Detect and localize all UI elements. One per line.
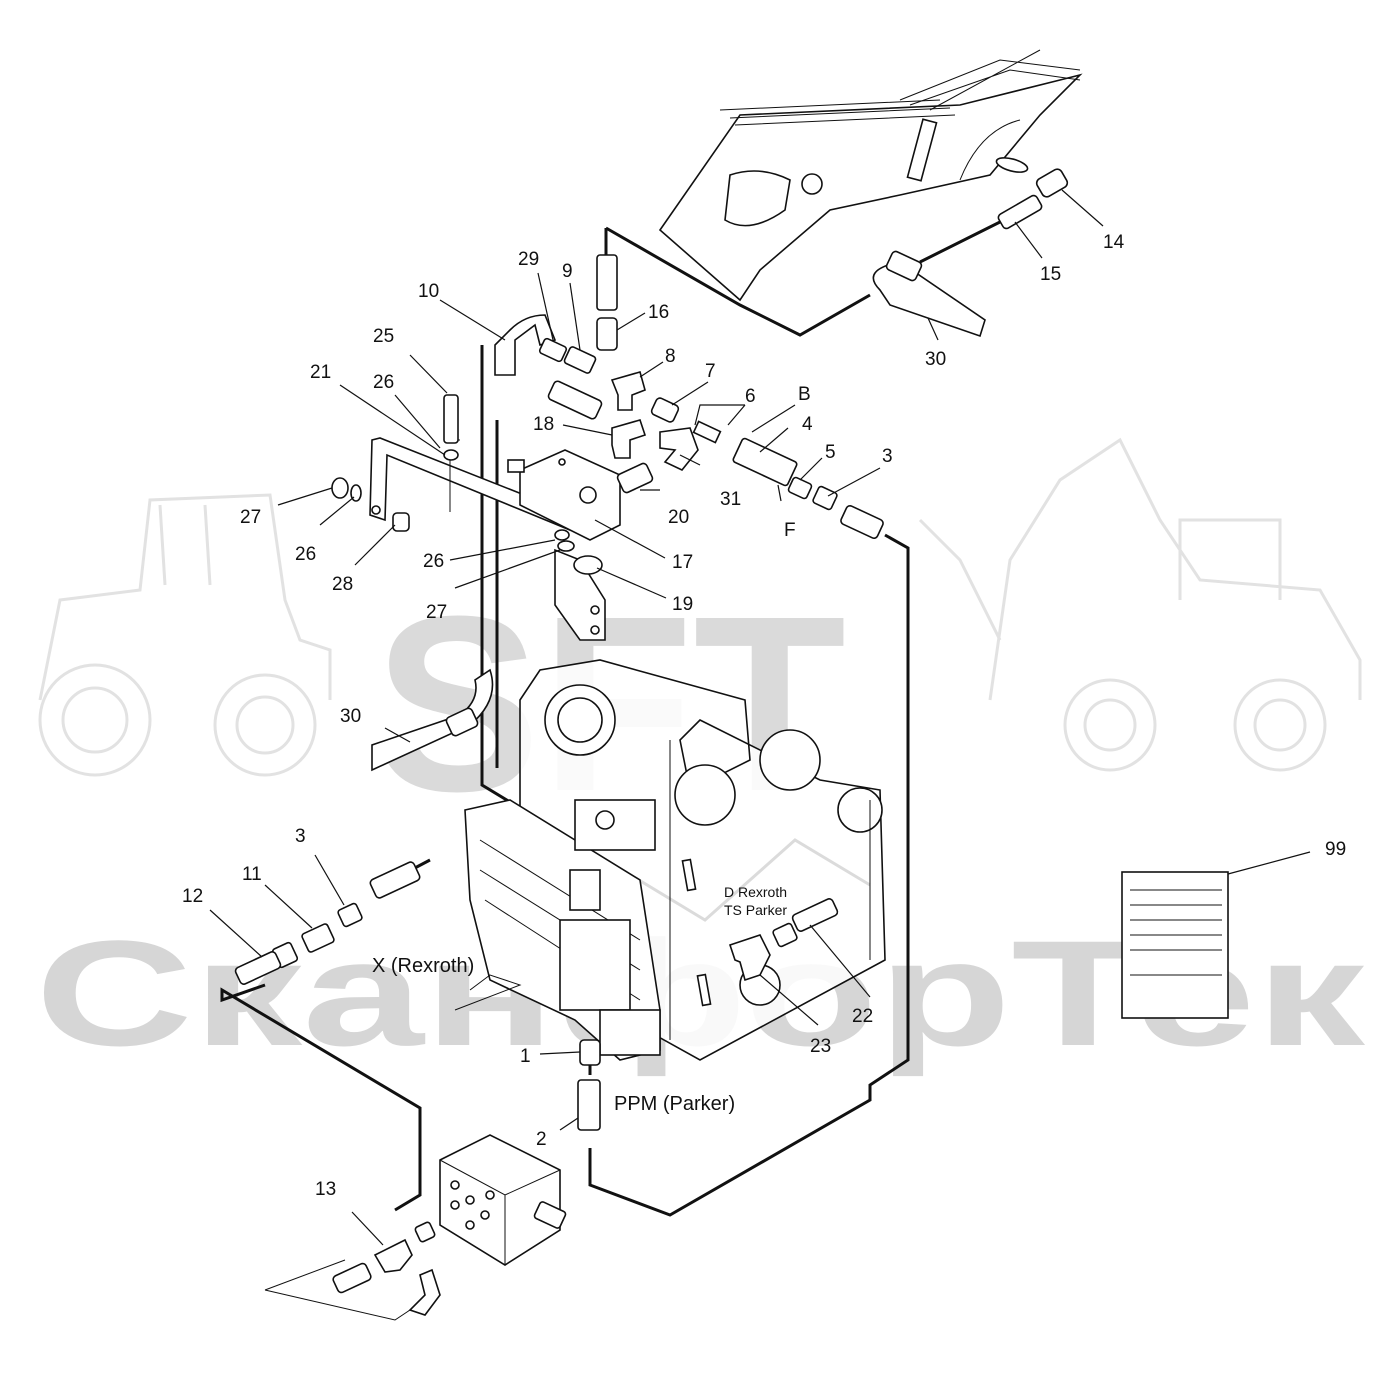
callout-30-top: 30 (925, 349, 946, 370)
note-x-rexroth: X (Rexroth) (372, 955, 474, 977)
callout-3-upper: 3 (882, 446, 893, 467)
callout-19: 19 (672, 594, 693, 615)
watermark-tractor-icon (38, 493, 332, 777)
note-d-rexroth: D Rexroth (724, 884, 787, 900)
document-icon (1121, 871, 1229, 1019)
callout-11: 11 (242, 864, 262, 885)
callout-13: 13 (315, 1179, 336, 1200)
callout-9: 9 (562, 261, 573, 282)
callout-f-note: F (784, 520, 796, 541)
callout-17: 17 (672, 552, 693, 573)
watermark-excavator-icon (918, 437, 1362, 772)
callout-31: 31 (720, 489, 741, 510)
callout-20: 20 (668, 507, 689, 528)
callout-12: 12 (182, 886, 203, 907)
variant-notes: X (Rexroth) PPM (Parker) D Rexroth TS Pa… (372, 884, 787, 1115)
callout-29: 29 (518, 249, 539, 270)
callout-b-note: B (798, 384, 811, 405)
callout-10: 10 (418, 281, 439, 302)
callout-2: 2 (536, 1129, 547, 1150)
callout-15: 15 (1040, 264, 1061, 285)
callout-21: 21 (310, 362, 331, 383)
callout-6: 6 (745, 386, 756, 407)
note-ppm-parker: PPM (Parker) (614, 1093, 735, 1115)
fittings (234, 168, 1069, 1316)
callout-7: 7 (705, 361, 716, 382)
callout-23: 23 (810, 1036, 831, 1057)
callout-26-lower: 26 (423, 551, 444, 572)
callout-27-left: 27 (240, 507, 261, 528)
callout-14: 14 (1103, 232, 1125, 253)
callout-5: 5 (825, 442, 836, 463)
callout-labels: 14 15 30 29 9 16 10 25 8 21 26 7 6 B 4 1… (182, 232, 1346, 1200)
callout-22: 22 (852, 1006, 873, 1027)
callout-8: 8 (665, 346, 676, 367)
callout-3-lower: 3 (295, 826, 306, 847)
hose-routes (220, 220, 1001, 1321)
callout-27-lower: 27 (426, 602, 447, 623)
mounting-bracket (369, 437, 621, 641)
callout-26-upper: 26 (373, 372, 394, 393)
callout-18: 18 (533, 414, 554, 435)
leader-lines (209, 189, 1311, 1246)
callout-4: 4 (802, 414, 813, 435)
callout-1: 1 (520, 1046, 531, 1067)
callout-28: 28 (332, 574, 353, 595)
callout-26-left: 26 (295, 544, 316, 565)
lower-bracket-assembly (454, 659, 886, 1061)
callout-16: 16 (648, 302, 669, 323)
note-ts-parker: TS Parker (724, 902, 787, 918)
callout-30-lower: 30 (340, 706, 361, 727)
callout-99: 99 (1325, 839, 1346, 860)
arm-assembly (658, 49, 1083, 302)
callout-25: 25 (373, 326, 394, 347)
